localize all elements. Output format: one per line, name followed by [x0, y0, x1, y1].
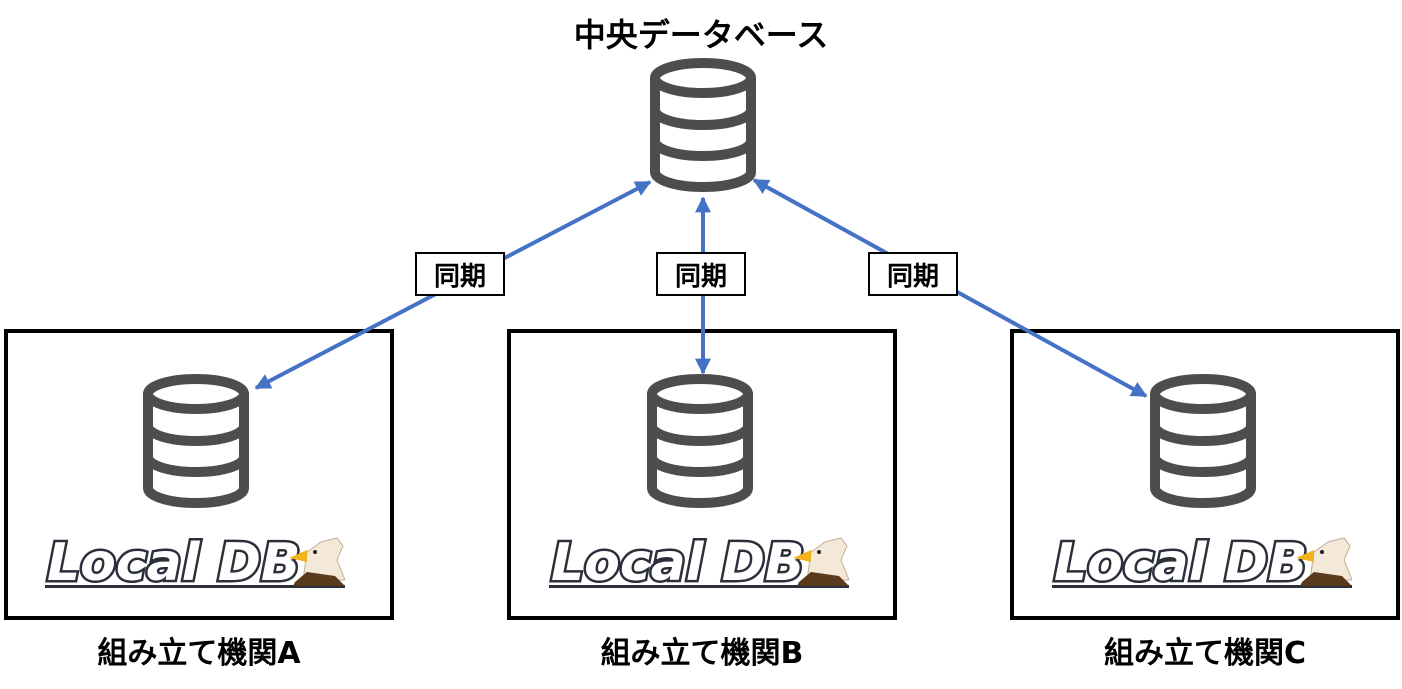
local-db-logo-text: Local DB: [551, 533, 805, 588]
local-database-icon-b: [647, 374, 753, 508]
site-label-c: 組み立て機関C: [1103, 636, 1307, 671]
local-db-logo-text: Local DB: [1054, 533, 1308, 588]
site-label-a: 組み立て機関A: [97, 636, 301, 671]
local-database-icon-c: [1150, 374, 1256, 508]
eagle-icon: [289, 537, 345, 586]
sync-label-a: 同期: [415, 252, 505, 296]
local-db-logo-a: Local DB: [45, 531, 345, 588]
local-db-logo-b: Local DB: [549, 531, 849, 588]
local-db-logo-c: Local DB: [1052, 531, 1352, 588]
eagle-icon: [793, 537, 849, 586]
local-db-logo-text: Local DB: [47, 533, 301, 588]
central-database-title: 中央データベース: [573, 16, 829, 54]
sync-label-c: 同期: [868, 252, 958, 296]
site-label-b: 組み立て機関B: [600, 636, 804, 671]
sync-label-b: 同期: [656, 252, 746, 296]
central-database-icon: [650, 58, 756, 192]
local-database-icon-a: [143, 374, 249, 508]
eagle-icon: [1296, 537, 1352, 586]
